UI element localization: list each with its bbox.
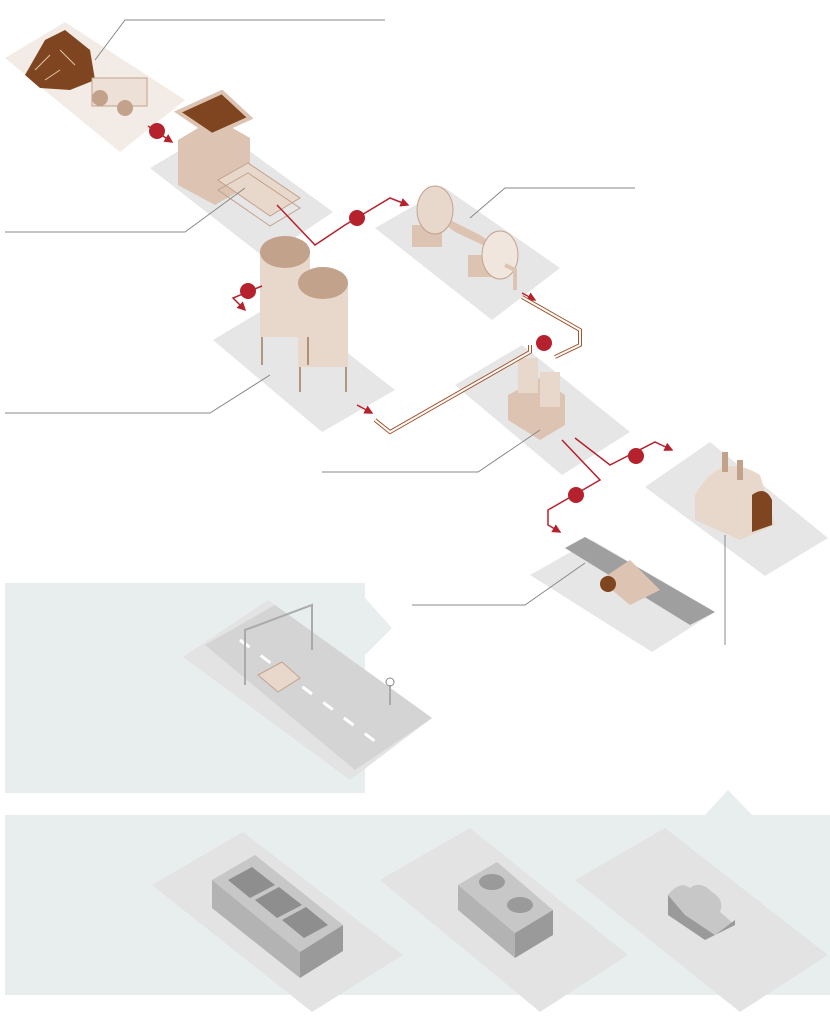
step-markers (149, 123, 644, 503)
silos-icon (260, 236, 348, 392)
brick-icon (458, 862, 553, 958)
mixer-icon (508, 358, 565, 440)
hollow-block-icon (212, 855, 343, 978)
step-marker (240, 283, 256, 299)
rotary-kiln-icon (412, 185, 519, 290)
step-marker (628, 448, 644, 464)
highway-icon (205, 603, 432, 770)
paver-icon (668, 884, 735, 940)
excavation-icon (25, 30, 148, 116)
step-marker (349, 210, 365, 226)
step-marker (536, 335, 552, 351)
step-marker (149, 123, 165, 139)
furnace-icon (695, 452, 775, 540)
kiln-platform (375, 188, 560, 320)
crusher-icon (173, 89, 301, 227)
step-marker (568, 487, 584, 503)
road-paving-icon (565, 537, 715, 625)
leader-lines (5, 19, 726, 645)
